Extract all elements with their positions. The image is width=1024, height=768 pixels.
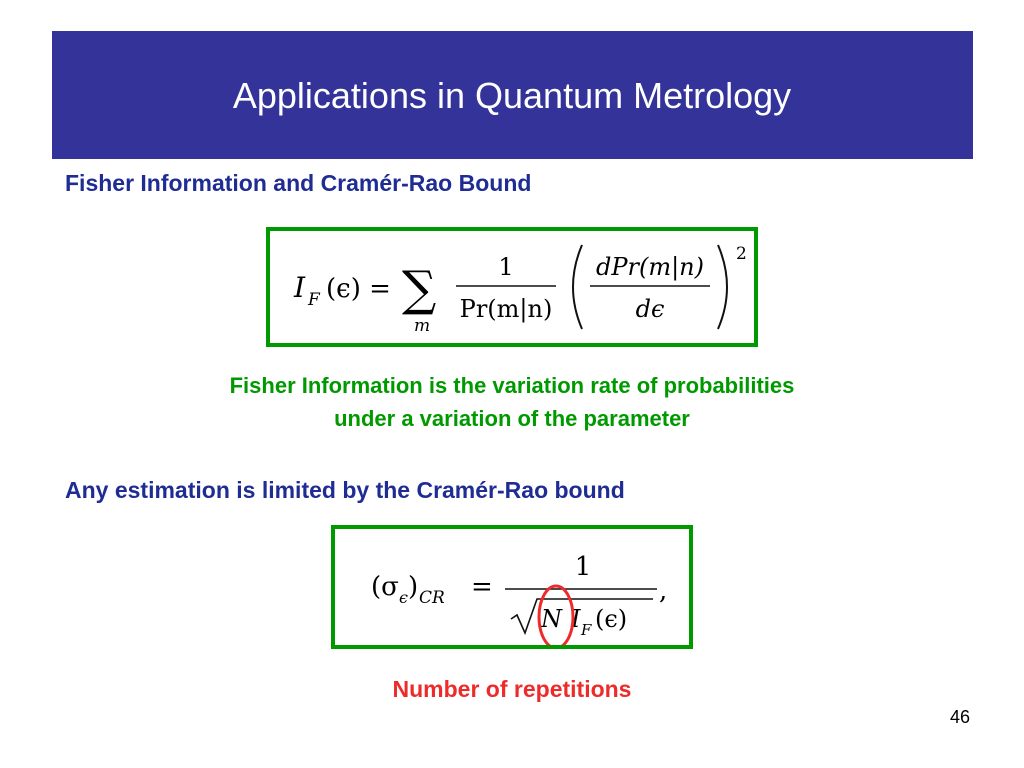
fisher-lhs: I <box>293 271 306 304</box>
fisher-lhs-arg: (ϵ) = <box>326 274 391 304</box>
cr-equals: = <box>471 572 493 602</box>
heading-fisher-information: Fisher Information and Cramér-Rao Bound <box>65 170 532 196</box>
sqrt-sign <box>510 598 653 636</box>
sum-index: m <box>414 316 430 336</box>
sum-symbol: ∑ <box>402 261 436 317</box>
cr-den-sub: F <box>580 621 592 639</box>
fisher-explanation-line1: Fisher Information is the variation rate… <box>229 373 795 398</box>
cr-numerator: 1 <box>575 552 592 582</box>
fisher-equation-box: I F (ϵ) = ∑ m 1 Pr(m|n) dPr(m|n) dϵ 2 <box>266 227 758 347</box>
title-bar <box>52 31 973 159</box>
page-number: 46 <box>949 707 970 727</box>
cramer-rao-equation-box: (σ ϵ ) CR = 1 N I F (ϵ) , <box>331 525 693 650</box>
fraction-one-numerator: 1 <box>498 253 513 281</box>
cr-den-i: I <box>570 605 581 633</box>
cramer-rao-equation: (σ ϵ ) CR = 1 N I F (ϵ) , <box>371 552 667 650</box>
fisher-explanation-line2: under a variation of the parameter <box>334 406 690 431</box>
fraction-two-denominator: dϵ <box>636 295 665 323</box>
cr-lhs-close: ) <box>408 572 418 602</box>
fraction-one-denominator: Pr(m|n) <box>460 295 553 324</box>
fisher-equation: I F (ϵ) = ∑ m 1 Pr(m|n) dPr(m|n) dϵ 2 <box>293 244 747 336</box>
slide-title: Applications in Quantum Metrology <box>232 75 792 116</box>
fisher-explanation: Fisher Information is the variation rate… <box>0 369 1024 435</box>
heading-cramer-rao-bound: Any estimation is limited by the Cramér-… <box>65 477 625 503</box>
paren-left <box>572 244 583 330</box>
cr-lhs-open: (σ <box>371 572 399 602</box>
exponent: 2 <box>736 244 747 264</box>
cr-trailing-comma: , <box>659 576 667 606</box>
repetitions-label: Number of repetitions <box>392 676 632 702</box>
cr-den-arg: (ϵ) <box>595 605 627 633</box>
cr-lhs-sub: CR <box>419 588 445 608</box>
paren-right <box>717 244 728 330</box>
cr-lhs-eps: ϵ <box>399 588 408 607</box>
cr-den-n: N <box>540 605 563 633</box>
fisher-lhs-sub: F <box>307 290 321 310</box>
fraction-two-numerator: dPr(m|n) <box>596 253 704 282</box>
